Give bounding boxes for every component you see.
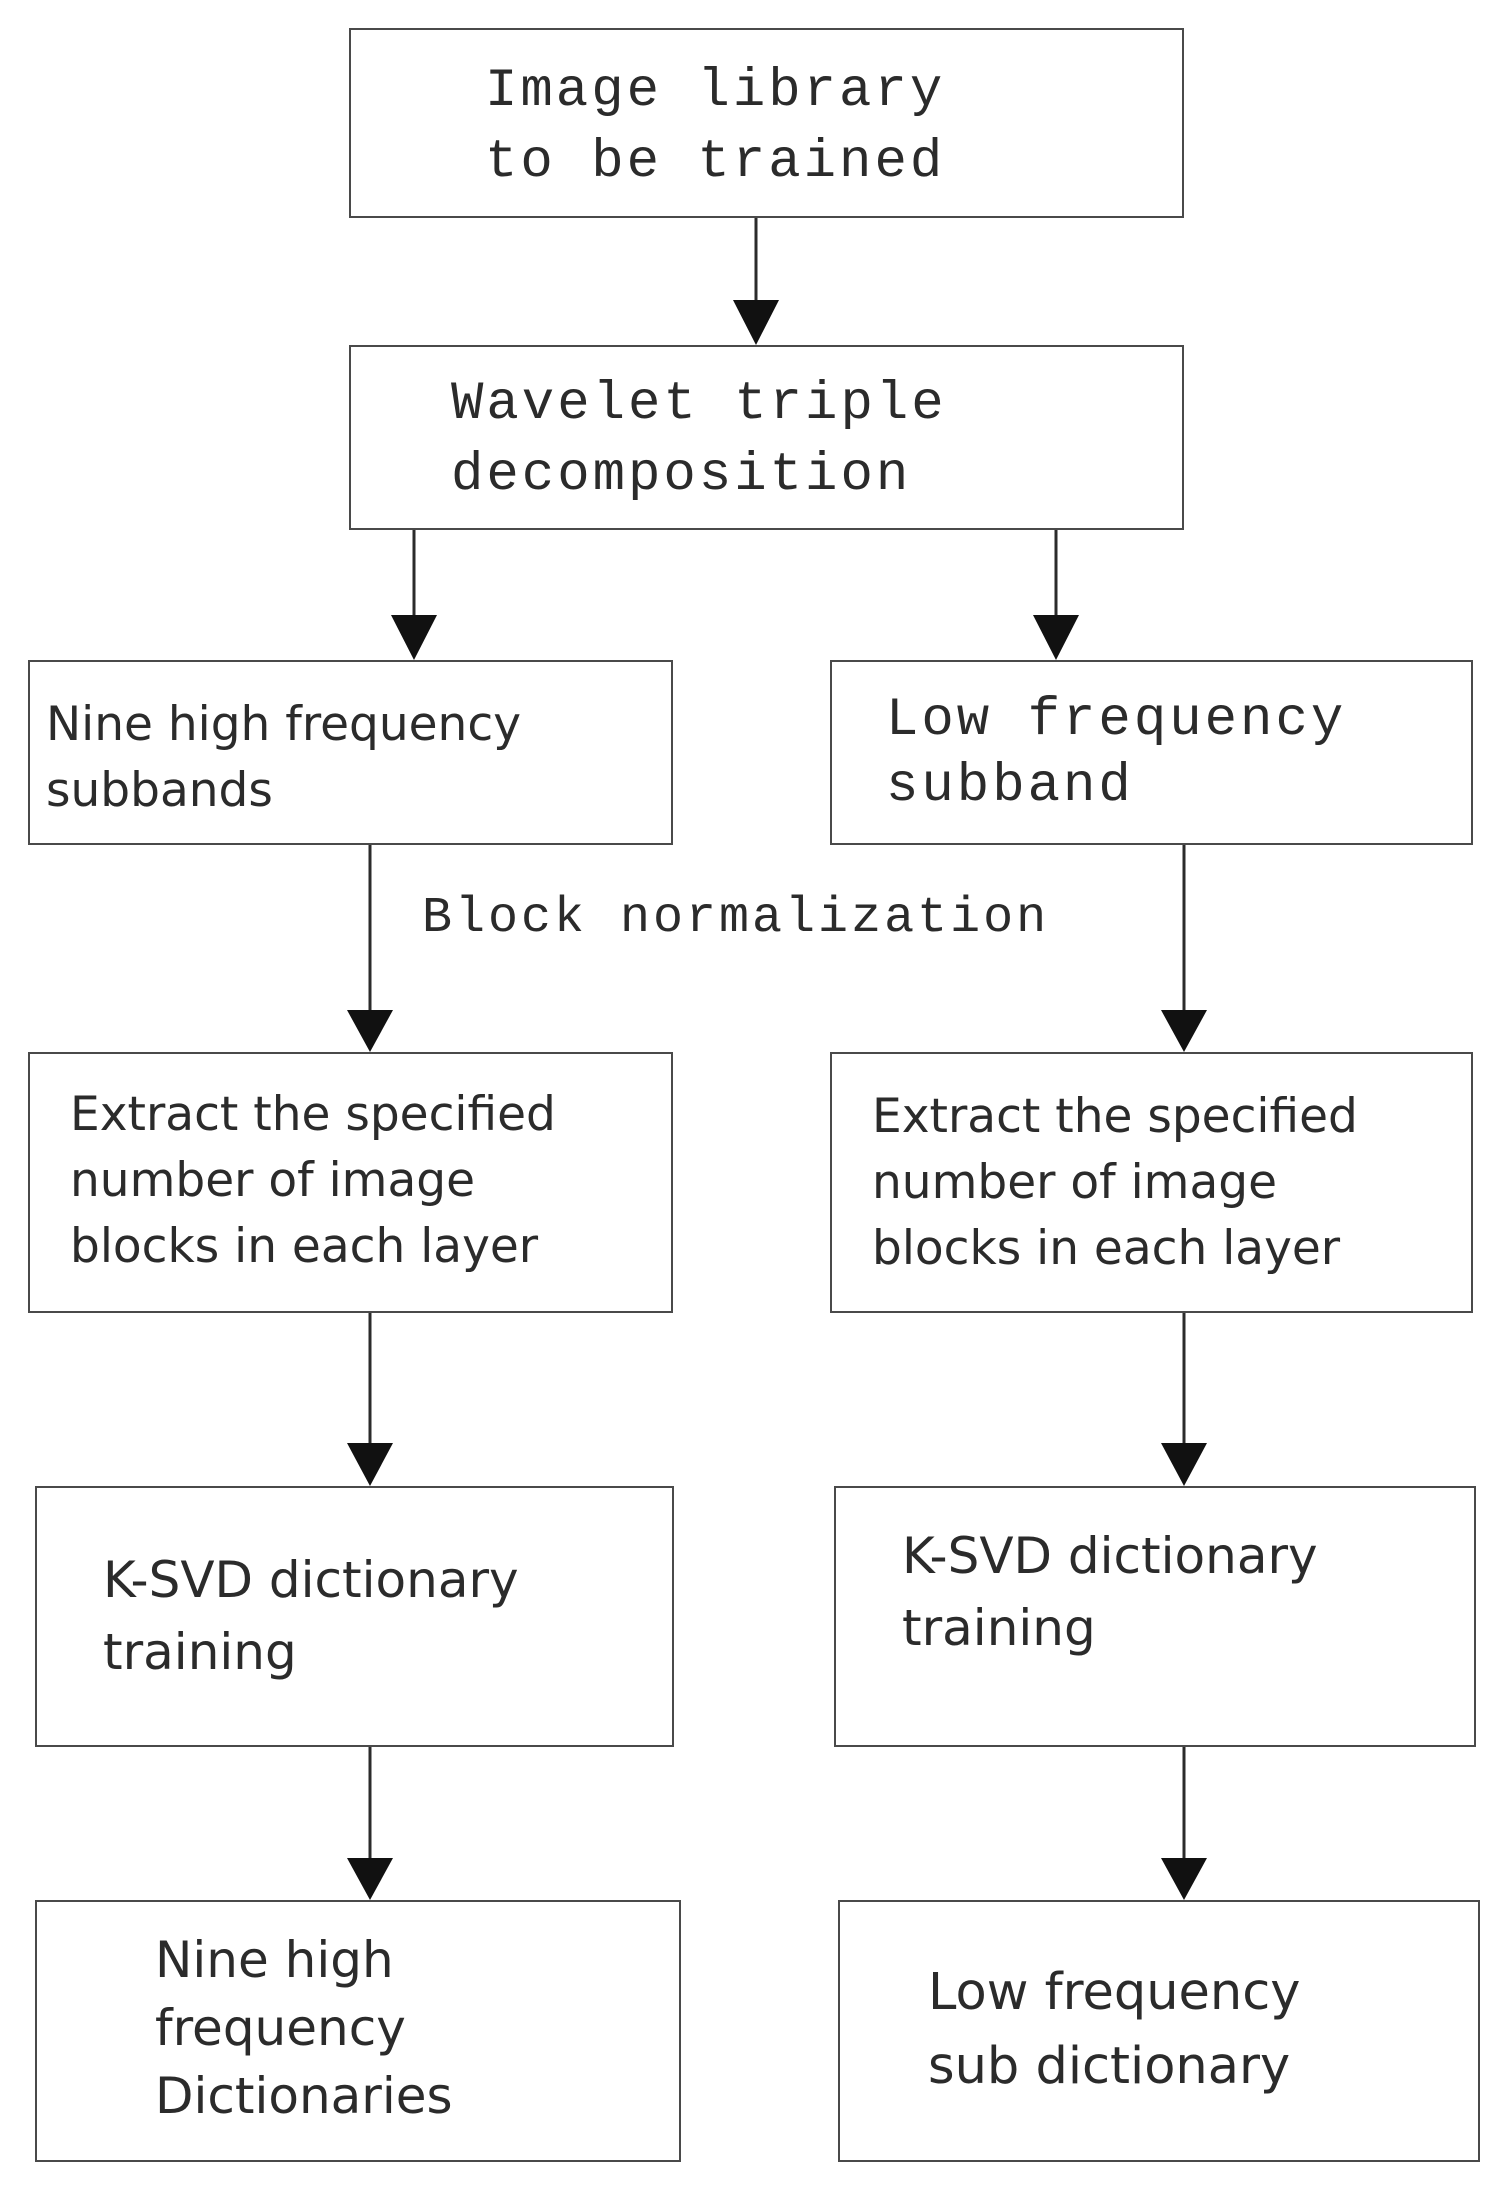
node-ksvd-training-high: K-SVD dictionary training <box>35 1486 674 1747</box>
node-dict-low-text: Low frequency sub dictionary <box>928 1963 1301 2096</box>
node-low-frequency-dictionary: Low frequency sub dictionary <box>838 1900 1480 2162</box>
arrowhead-extract-low <box>1161 1010 1207 1052</box>
node-extract-high-text: Extract the specified number of image bl… <box>70 1087 556 1274</box>
node-ksvd-training-low: K-SVD dictionary training <box>834 1486 1476 1747</box>
node-high-subbands-text: Nine high frequency subbands <box>46 697 522 818</box>
node-ksvd-low-text: K-SVD dictionary training <box>902 1527 1318 1657</box>
arrowhead-extract-high <box>347 1010 393 1052</box>
arrowhead-dict-low <box>1161 1858 1207 1900</box>
arrowhead-ksvd-high <box>347 1443 393 1486</box>
node-image-library: Image library to be trained <box>349 28 1184 218</box>
node-ksvd-high-text: K-SVD dictionary training <box>103 1551 519 1681</box>
arrowhead-dict-high <box>347 1858 393 1900</box>
node-extract-blocks-low: Extract the specified number of image bl… <box>830 1052 1473 1313</box>
node-image-library-text: Image library to be trained <box>485 61 946 193</box>
node-wavelet-text: Wavelet triple decomposition <box>451 374 947 506</box>
node-wavelet-decomposition: Wavelet triple decomposition <box>349 345 1184 530</box>
node-extract-low-text: Extract the specified number of image bl… <box>872 1089 1358 1276</box>
node-high-frequency-dictionaries: Nine high frequency Dictionaries <box>35 1900 681 2162</box>
arrowhead-wavelet <box>733 300 779 345</box>
node-dict-high-text: Nine high frequency Dictionaries <box>155 1931 453 2125</box>
node-low-frequency-subband: Low frequency subband <box>830 660 1473 845</box>
arrowhead-high-subbands <box>391 615 437 660</box>
edge-label-block-normalization: Block normalization <box>422 890 1050 947</box>
node-high-frequency-subbands: Nine high frequency subbands <box>28 660 673 845</box>
arrowhead-ksvd-low <box>1161 1443 1207 1486</box>
node-extract-blocks-high: Extract the specified number of image bl… <box>28 1052 673 1313</box>
arrowhead-low-subband <box>1033 615 1079 660</box>
node-low-subband-text: Low frequency subband <box>886 690 1347 817</box>
